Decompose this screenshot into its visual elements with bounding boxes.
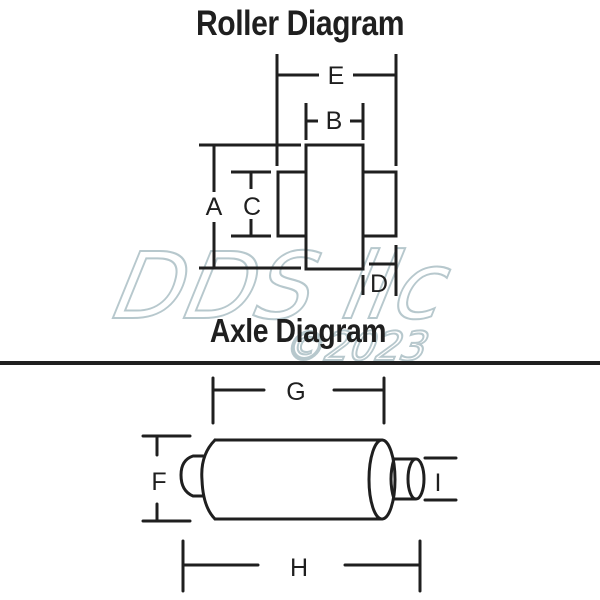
axle-diagram-title: Axle Diagram [209, 312, 387, 349]
label-b: B [326, 107, 343, 135]
label-e: E [328, 62, 345, 90]
label-f: F [151, 468, 166, 496]
section-divider [0, 361, 600, 365]
label-a: A [206, 193, 223, 221]
watermark-text: DDS llc [106, 233, 460, 340]
label-c: C [243, 193, 261, 221]
roller-diagram-title: Roller Diagram [195, 4, 405, 43]
label-g: G [286, 378, 305, 406]
label-h: H [290, 554, 308, 582]
label-i: I [435, 469, 442, 497]
label-d: D [370, 270, 388, 298]
